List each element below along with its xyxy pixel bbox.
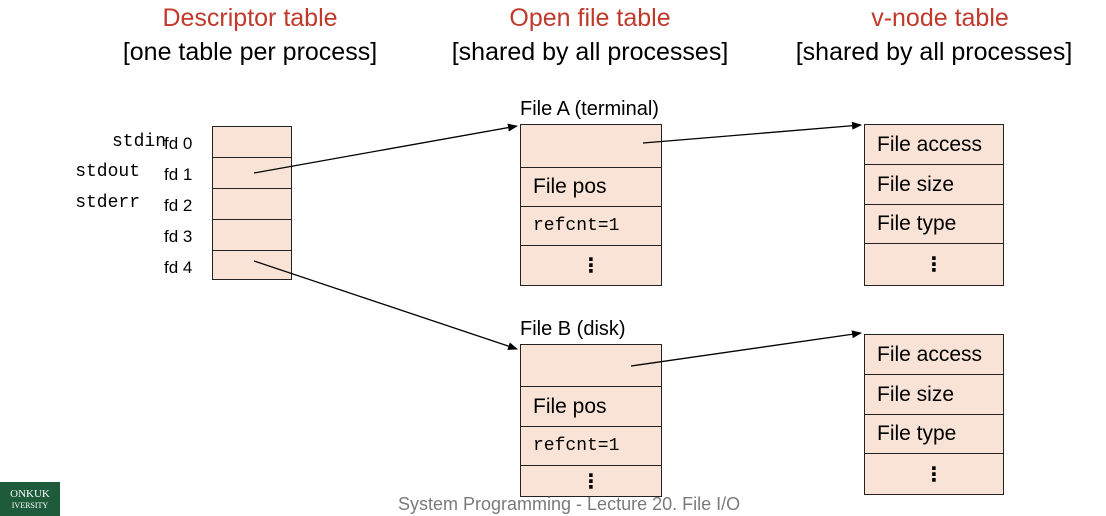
fd1-cell xyxy=(212,157,292,189)
logo-line2: IVERSITY xyxy=(11,501,49,510)
fd0-label: fd 0 xyxy=(164,134,193,153)
vnode1-access: File access xyxy=(877,132,983,156)
fd3-label: fd 3 xyxy=(164,227,193,246)
university-logo: ONKUK IVERSITY xyxy=(0,482,60,516)
file-a-pos-cell: File pos xyxy=(520,167,662,207)
file-b-more-cell: ⋮ xyxy=(520,465,662,497)
vnode1-access-cell: File access xyxy=(864,124,1004,165)
arrow-file-a-to-vnode1 xyxy=(642,121,862,144)
vnode1-size: File size xyxy=(877,172,955,196)
stderr-label: stderr xyxy=(75,193,140,213)
vnode1-more: ⋮ xyxy=(924,254,944,276)
vnode1-type: File type xyxy=(877,212,957,235)
fd1-label: fd 1 xyxy=(164,165,193,184)
file-b-refcnt: refcnt=1 xyxy=(533,436,620,456)
descriptor-table-subtitle: [one table per process] xyxy=(122,38,378,66)
vnode2-size: File size xyxy=(877,382,955,406)
open-file-table-subtitle: [shared by all processes] xyxy=(451,38,729,66)
file-a-refcnt: refcnt=1 xyxy=(533,216,620,236)
logo-line1: ONKUK xyxy=(10,488,50,500)
fd0-cell xyxy=(212,126,292,158)
file-b-pos-cell: File pos xyxy=(520,386,662,427)
file-a-label: File A (terminal) xyxy=(520,98,659,120)
arrow-file-b-to-vnode2 xyxy=(630,330,862,367)
vnode2-access-cell: File access xyxy=(864,334,1004,375)
fd4-label: fd 4 xyxy=(164,258,193,277)
fd4-cell xyxy=(212,250,292,280)
fd3-cell xyxy=(212,219,292,251)
file-b-pos: File pos xyxy=(533,394,607,418)
open-file-table-title: Open file table xyxy=(509,4,671,32)
file-a-more-cell: ⋮ xyxy=(520,245,662,286)
vnode1-size-cell: File size xyxy=(864,164,1004,205)
fd2-label: fd 2 xyxy=(164,196,193,215)
vnode2-type-cell: File type xyxy=(864,414,1004,454)
file-a-pos: File pos xyxy=(533,175,607,198)
vnode-table-subtitle: [shared by all processes] xyxy=(795,38,1073,66)
footer-text: System Programming - Lecture 20. File I/… xyxy=(398,494,741,514)
vnode-table-title: v-node table xyxy=(871,4,1009,32)
vnode2-more-cell: ⋮ xyxy=(864,453,1004,495)
arrow-fd4-to-file-b xyxy=(253,260,518,350)
vnode2-more: ⋮ xyxy=(924,463,944,486)
arrow-fd1-to-file-a xyxy=(253,123,518,174)
vnode1-type-cell: File type xyxy=(864,204,1004,244)
descriptor-table-title: Descriptor table xyxy=(162,4,338,32)
file-b-more: ⋮ xyxy=(581,470,601,493)
vnode2-access: File access xyxy=(877,342,983,366)
stdout-label: stdout xyxy=(75,162,140,182)
file-b-refcnt-cell: refcnt=1 xyxy=(520,426,662,466)
file-a-pointer-cell xyxy=(520,124,662,168)
vnode2-type: File type xyxy=(877,422,957,445)
file-b-pointer-cell xyxy=(520,344,662,387)
vnode1-more-cell: ⋮ xyxy=(864,243,1004,286)
vnode2-size-cell: File size xyxy=(864,374,1004,415)
file-b-label: File B (disk) xyxy=(520,318,626,340)
stdin-label: stdin xyxy=(111,132,166,152)
file-a-more: ⋮ xyxy=(581,255,601,277)
file-a-refcnt-cell: refcnt=1 xyxy=(520,206,662,246)
fd2-cell xyxy=(212,188,292,220)
